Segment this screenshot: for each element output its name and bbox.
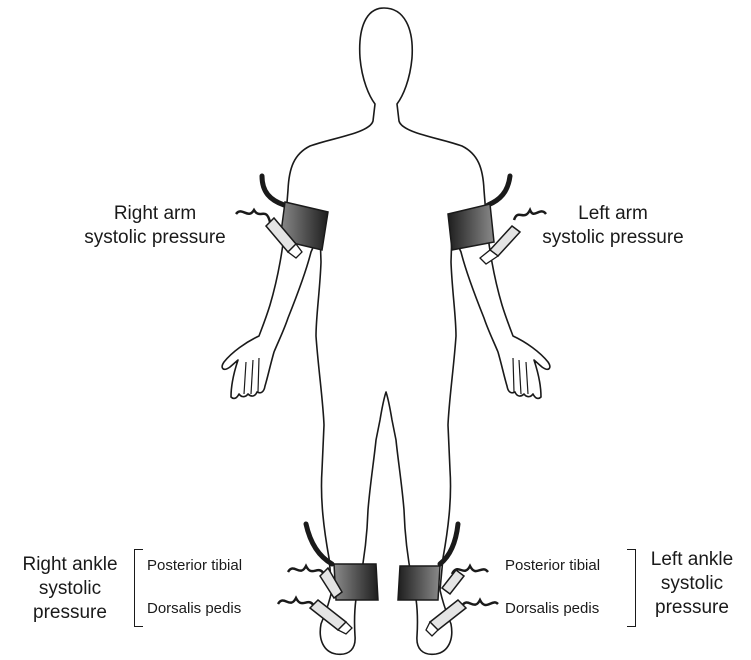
posterior-tibial-probe-left — [442, 566, 488, 594]
left-ankle-label: Left ankle systolic pressure — [640, 548, 744, 620]
left-arm-label: Left arm systolic pressure — [528, 202, 698, 250]
right-dorsalis-pedis-label: Dorsalis pedis — [147, 600, 241, 618]
right-arm-label: Right arm systolic pressure — [70, 202, 240, 250]
right-ankle-label: Right ankle systolic pressure — [8, 553, 132, 625]
left-posterior-tibial-label: Posterior tibial — [505, 557, 600, 575]
left-ankle-bracket — [627, 549, 636, 627]
left-dorsalis-pedis-label: Dorsalis pedis — [505, 600, 599, 618]
right-ankle-bracket — [134, 549, 143, 627]
right-posterior-tibial-label: Posterior tibial — [147, 557, 242, 575]
human-body-outline — [222, 8, 550, 654]
